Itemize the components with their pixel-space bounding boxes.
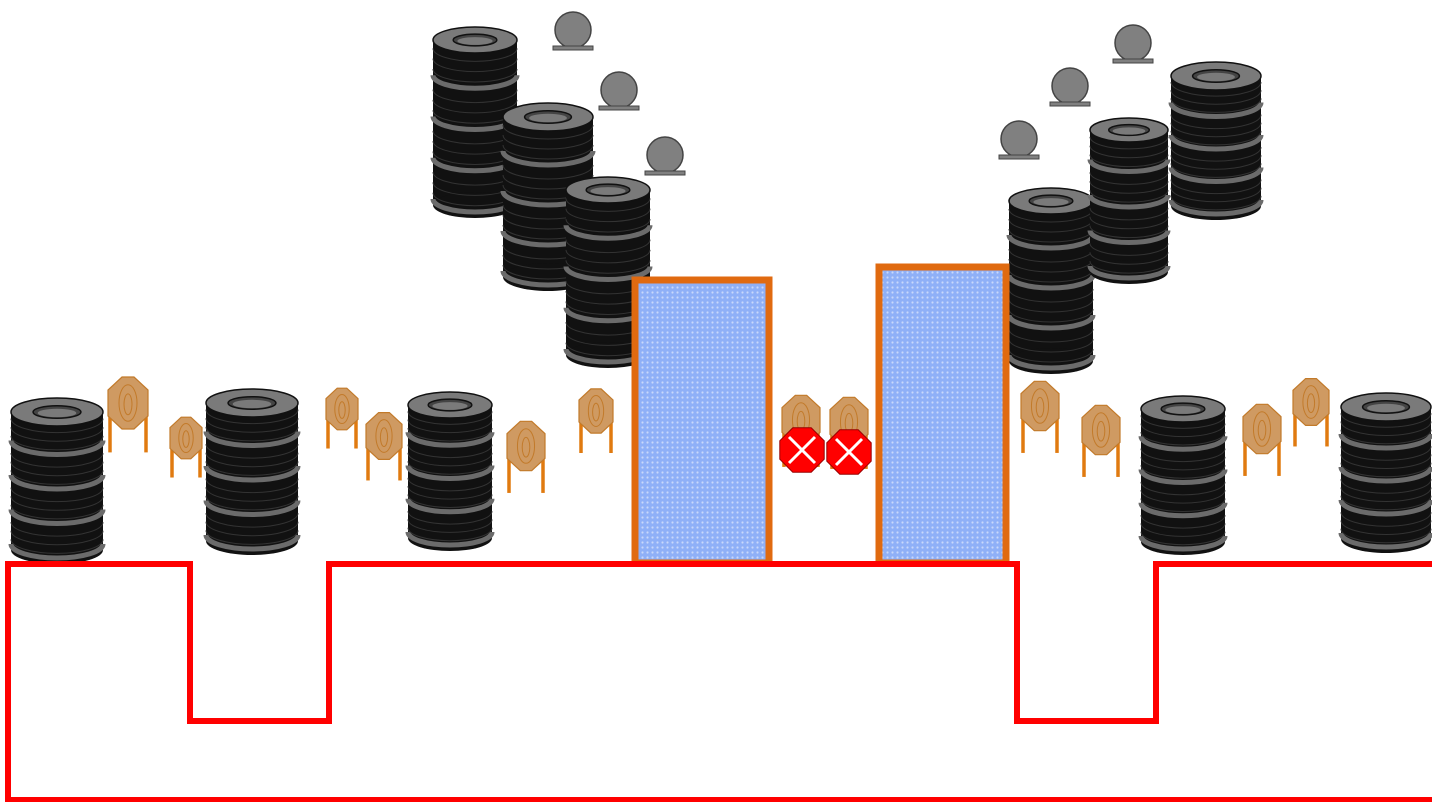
tire-stack [8, 397, 106, 564]
tire-stack [1006, 187, 1096, 374]
paper-target [1292, 378, 1330, 447]
vision-barrier-right [875, 263, 1010, 567]
paper-target [578, 388, 614, 453]
paper-target [506, 420, 546, 493]
paper-target [365, 412, 403, 481]
fault-line [5, 561, 1432, 802]
steel-plate [644, 136, 686, 176]
paper-target [169, 416, 203, 478]
paper-target [107, 376, 149, 453]
tire-stack [1338, 392, 1432, 553]
steel-plates [552, 11, 1154, 176]
paper-target [1020, 380, 1060, 453]
no-shoot-targets [779, 427, 872, 475]
tire-stacks [8, 26, 1432, 564]
tire-stack [1168, 61, 1264, 220]
steel-plate [1049, 67, 1091, 107]
paper-target [325, 387, 359, 449]
walls [631, 263, 1010, 567]
paper-targets [107, 376, 1330, 493]
steel-plate [552, 11, 594, 51]
tire-stack [563, 176, 653, 368]
steel-plate [998, 120, 1040, 160]
tire-stack [1087, 117, 1171, 284]
vision-barrier-left [631, 276, 773, 567]
tire-stack [203, 388, 301, 555]
paper-target [1081, 404, 1121, 477]
tire-stack [405, 391, 495, 551]
no-shoot-target [826, 429, 872, 475]
steel-plate [598, 71, 640, 111]
steel-plate [1112, 24, 1154, 64]
no-shoot-target [779, 427, 825, 473]
paper-target [1242, 403, 1282, 476]
tire-stack [1138, 395, 1228, 555]
